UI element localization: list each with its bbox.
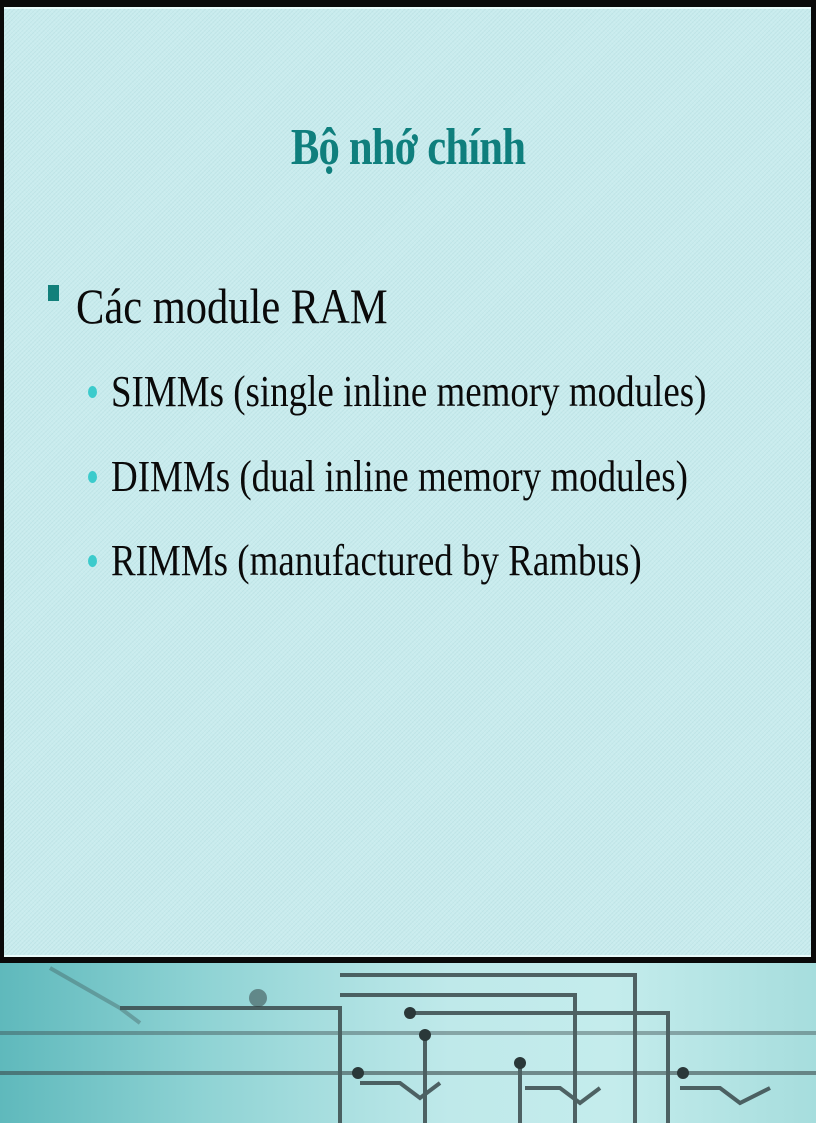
sub-bullet-text: RIMMs (manufactured by Rambus) — [111, 536, 642, 585]
slide-canvas — [4, 7, 811, 957]
sub-bullet-dimms: DIMMs (dual inline memory modules) — [88, 451, 798, 503]
circuit-board-icon — [0, 966, 816, 1123]
square-bullet-icon — [48, 285, 59, 301]
dot-bullet-icon — [88, 386, 97, 398]
sub-bullet-text: DIMMs (dual inline memory modules) — [111, 452, 688, 501]
dot-bullet-icon — [88, 555, 97, 567]
dot-bullet-icon — [88, 471, 97, 483]
sub-bullet-simms: SIMMs (single inline memory modules) — [88, 366, 816, 418]
slide-title: Bộ nhớ chính — [290, 119, 526, 176]
sub-bullet-rimms: RIMMs (manufactured by Rambus) — [88, 535, 743, 587]
sub-bullet-text: SIMMs (single inline memory modules) — [111, 367, 707, 416]
bullet-level1: Các module RAM — [48, 276, 443, 336]
circuit-board-footer — [0, 963, 816, 1123]
bullet-text: Các module RAM — [76, 278, 388, 334]
